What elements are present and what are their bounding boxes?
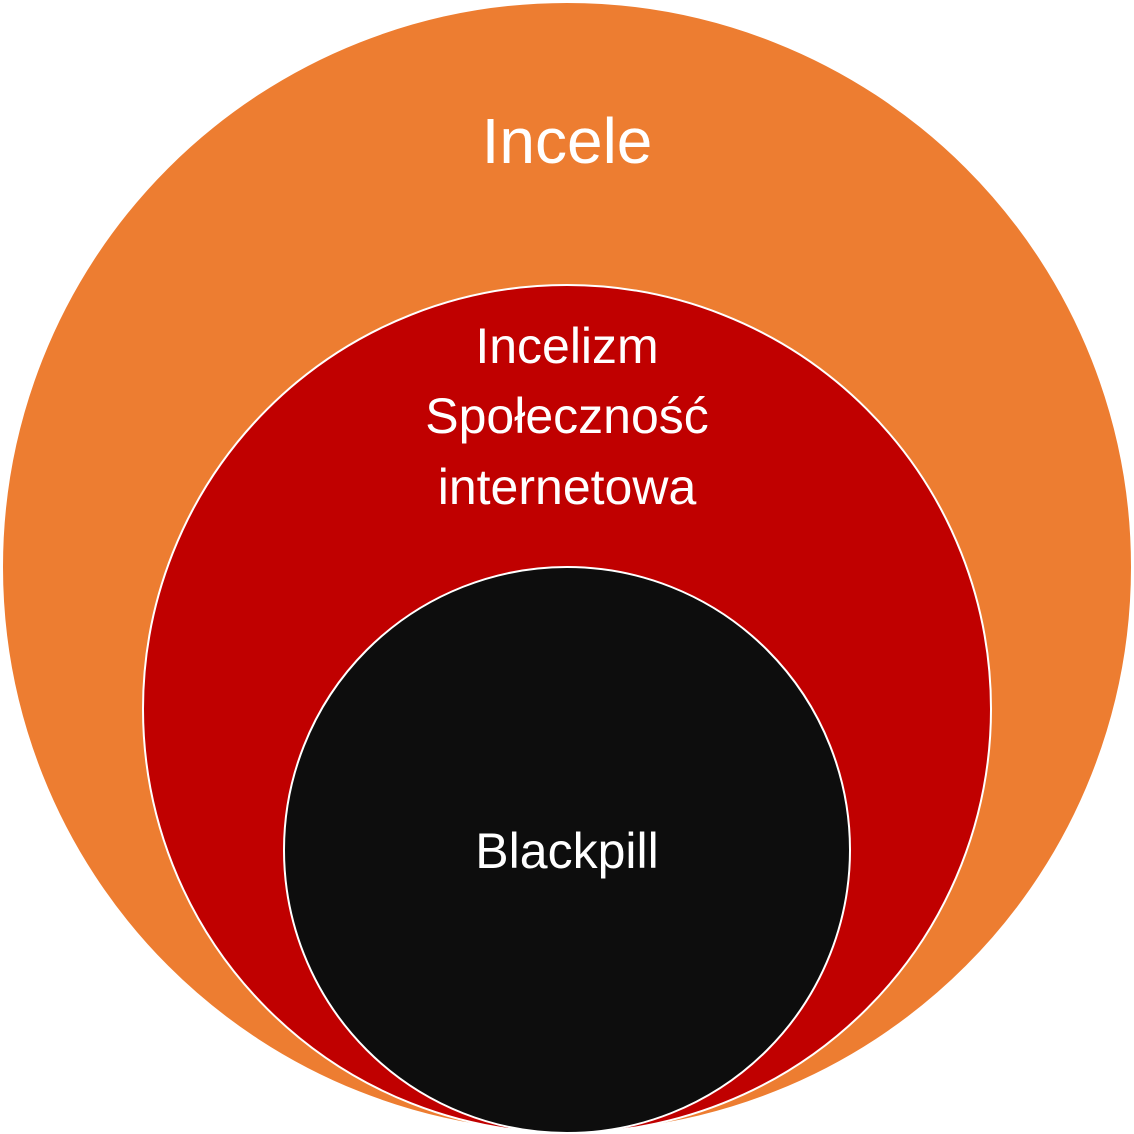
outer-circle-label: Incele	[482, 105, 653, 177]
middle-circle-label-line-3: internetowa	[438, 459, 697, 515]
inner-circle	[283, 566, 851, 1134]
inner-circle-label: Blackpill	[475, 823, 658, 879]
middle-circle-label-line-1: Incelizm	[475, 318, 658, 374]
middle-circle-label-line-2: Społeczność	[425, 388, 709, 444]
